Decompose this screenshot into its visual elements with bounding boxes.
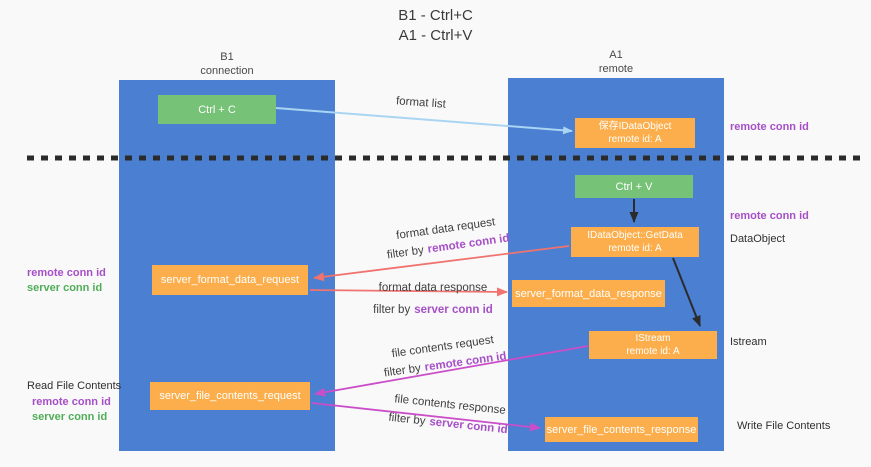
node-ctrl-c: Ctrl + C [158,95,276,124]
server-conn-id-text: server conn id [414,304,493,316]
column-b1-role: connection [200,65,254,77]
annotation-server-conn-id-left: server conn id [27,282,103,294]
node-server-file-contents-response: server_file_contents_response [545,417,698,442]
node-istream-line2: remote id: A [626,346,680,357]
node-server-file-contents-request-label: server_file_contents_request [159,390,301,402]
filter-by-text: filter by [373,304,411,316]
node-server-file-contents-request: server_file_contents_request [150,382,310,410]
node-idataobject-getdata-line1: IDataObject::GetData [587,230,683,241]
annotation-conn-ids-file: remote conn id server conn id [32,395,111,425]
column-a1-role: remote [598,63,634,75]
node-ctrl-v: Ctrl + V [575,175,693,198]
node-save-idataobject: 保存IDataObject remote id: A [575,118,695,148]
annotation-conn-ids-format: remote conn id server conn id [27,266,106,296]
annotation-istream: Istream [730,336,767,348]
node-ctrl-c-label: Ctrl + C [198,103,236,116]
diagram-title: B1 - Ctrl+C A1 - Ctrl+V [0,6,871,46]
node-ctrl-v-label: Ctrl + V [615,180,653,193]
node-server-format-data-response: server_format_data_response [512,280,665,307]
annotation-remote-conn-id-left: remote conn id [27,267,106,279]
node-idataobject-getdata: IDataObject::GetData remote id: A [571,227,699,257]
filter-by-text: filter by [387,411,427,428]
filter-by-text: filter by [386,244,425,262]
column-a1-name: A1 [609,49,623,61]
column-header-a1: A1 remote [508,48,724,76]
title-line-2: A1 - Ctrl+V [398,27,473,44]
title-line-1: B1 - Ctrl+C [398,7,473,24]
node-server-file-contents-response-label: server_file_contents_response [546,423,697,436]
filter-by-text: filter by [383,362,422,380]
format-data-response-text: format data response [378,282,488,294]
annotation-server-conn-id-left2: server conn id [32,411,108,423]
annotation-read-file-contents: Read File Contents [27,380,122,392]
column-b1-name: B1 [220,51,234,63]
annotation-remote-conn-id-top: remote conn id [730,121,809,133]
annotation-dataobject: DataObject [730,233,786,245]
node-save-idataobject-line2: remote id: A [608,134,662,145]
edge-label-format-list: format list [395,95,447,111]
annotation-remote-conn-id-left2: remote conn id [32,396,111,408]
node-save-idataobject-line1: 保存IDataObject [598,121,672,132]
node-istream-line1: IStream [635,333,671,344]
column-header-b1: B1 connection [119,50,335,78]
node-server-format-data-request-label: server_format_data_request [160,274,300,286]
annotation-write-file-contents: Write File Contents [737,420,831,432]
node-server-format-data-request: server_format_data_request [152,265,308,295]
server-conn-id-text: server conn id [428,416,509,437]
node-idataobject-getdata-line2: remote id: A [608,243,662,254]
node-istream: IStream remote id: A [589,331,717,359]
annotation-remote-conn-id-mid: remote conn id [730,210,809,222]
node-server-format-data-response-label: server_format_data_response [515,287,662,300]
